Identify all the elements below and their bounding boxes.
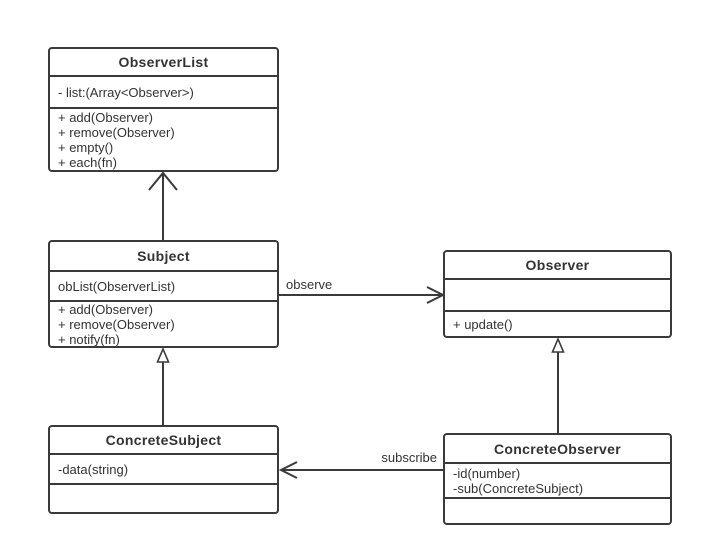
method-row: + add(Observer)	[58, 301, 154, 317]
subscribe-edge-label: subscribe	[381, 450, 437, 465]
class-name-observerlist: ObserverList	[118, 54, 209, 70]
methods-compartment: + add(Observer) + remove(Observer) + emp…	[50, 107, 277, 170]
method-row: + remove(Observer)	[58, 316, 175, 332]
class-box-subject: Subject obList(ObserverList) + add(Obser…	[48, 240, 279, 348]
methods-compartment-empty	[50, 483, 277, 512]
class-box-observerlist: ObserverList - list:(Array<Observer>) + …	[48, 47, 279, 172]
methods-compartment-empty	[445, 497, 670, 523]
attribute-row: obList(ObserverList)	[58, 278, 176, 294]
observe-edge-label: observe	[286, 277, 333, 292]
attributes-compartment: -data(string)	[50, 453, 277, 483]
attribute-row: -data(string)	[58, 461, 129, 477]
class-name-observer: Observer	[525, 257, 590, 273]
class-box-concretesubject: ConcreteSubject -data(string)	[48, 425, 279, 514]
attributes-compartment: - list:(Array<Observer>)	[50, 75, 277, 107]
class-box-observer: Observer + update()	[443, 250, 672, 338]
methods-compartment: + update()	[445, 310, 670, 336]
attribute-row: -id(number)	[453, 465, 521, 481]
method-row: + add(Observer)	[58, 109, 154, 125]
class-name-concretesubject: ConcreteSubject	[105, 432, 222, 448]
method-row: + remove(Observer)	[58, 124, 175, 140]
class-name-subject: Subject	[137, 248, 190, 264]
attributes-compartment: -id(number) -sub(ConcreteSubject)	[445, 462, 670, 497]
attributes-compartment-empty	[445, 278, 670, 310]
method-row: + each(fn)	[58, 154, 117, 170]
attribute-row: - list:(Array<Observer>)	[58, 84, 194, 100]
methods-compartment: + add(Observer) + remove(Observer) + not…	[50, 300, 277, 346]
concreteobserver-generalization-arrow	[551, 336, 565, 433]
class-box-concreteobserver: ConcreteObserver -id(number) -sub(Concre…	[443, 433, 672, 525]
class-name-concreteobserver: ConcreteObserver	[494, 440, 621, 457]
method-row: + update()	[453, 316, 513, 332]
subject-to-observerlist-arrow	[148, 171, 178, 240]
attribute-row: -sub(ConcreteSubject)	[453, 480, 584, 496]
method-row: + notify(fn)	[58, 331, 120, 347]
concretesubject-generalization-arrow	[156, 346, 170, 425]
attributes-compartment: obList(ObserverList)	[50, 270, 277, 300]
method-row: + empty()	[58, 139, 114, 155]
